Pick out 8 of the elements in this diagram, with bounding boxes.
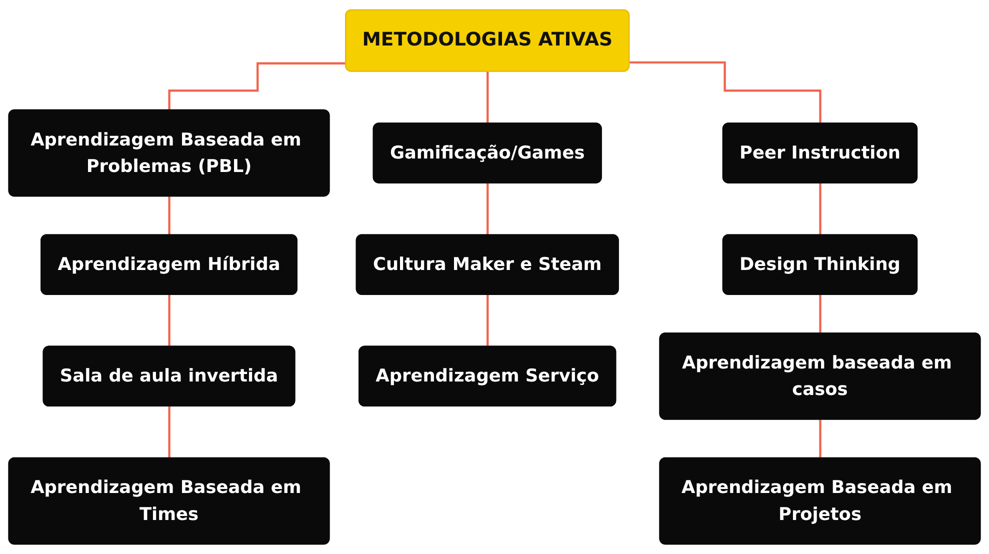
connector bbox=[819, 294, 822, 335]
connector bbox=[168, 196, 171, 236]
connector bbox=[486, 294, 489, 348]
connector bbox=[168, 294, 171, 348]
connector bbox=[486, 182, 489, 236]
connector bbox=[486, 70, 489, 125]
connector bbox=[630, 61, 822, 125]
connector bbox=[819, 182, 822, 236]
